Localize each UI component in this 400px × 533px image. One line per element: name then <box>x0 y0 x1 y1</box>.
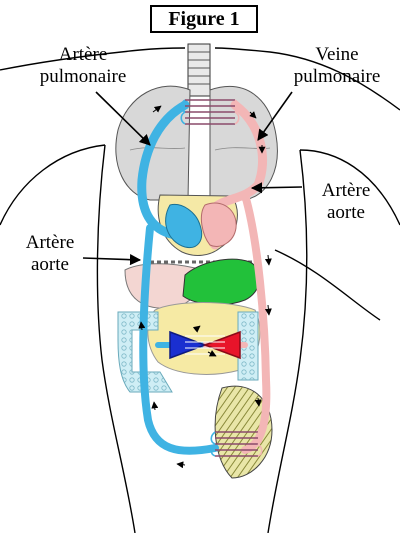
digestive-capillaries <box>169 330 241 360</box>
figure-title: Figure 1 <box>150 5 258 33</box>
body-outline <box>0 47 400 533</box>
label-aorta-left-line1: Artère <box>25 232 75 253</box>
label-pulmonary-artery-line1: Artère <box>58 44 108 65</box>
muscle-capillaries <box>210 431 263 457</box>
label-leaders <box>82 91 303 266</box>
trachea <box>187 43 211 97</box>
heart-chambers <box>165 202 237 249</box>
label-aorta-right-line2: aorte <box>327 202 365 223</box>
lung-capillaries <box>180 99 240 125</box>
label-pulmonary-artery-line2: pulmonaire <box>39 66 127 87</box>
label-pulmonary-vein-line1: Veine <box>315 44 359 65</box>
large-intestine <box>117 311 259 393</box>
label-aorta-right: Artère aorte <box>306 180 386 224</box>
label-aorta-left-line2: aorte <box>31 254 69 275</box>
flow-arrows <box>138 105 272 469</box>
label-pulmonary-vein: Veine pulmonaire <box>282 44 392 88</box>
label-pulmonary-vein-line2: pulmonaire <box>293 66 381 87</box>
label-pulmonary-artery: Artère pulmonaire <box>28 44 138 88</box>
stomach <box>182 258 260 306</box>
label-aorta-right-line1: Artère <box>321 180 371 201</box>
label-aorta-left: Artère aorte <box>14 232 86 276</box>
